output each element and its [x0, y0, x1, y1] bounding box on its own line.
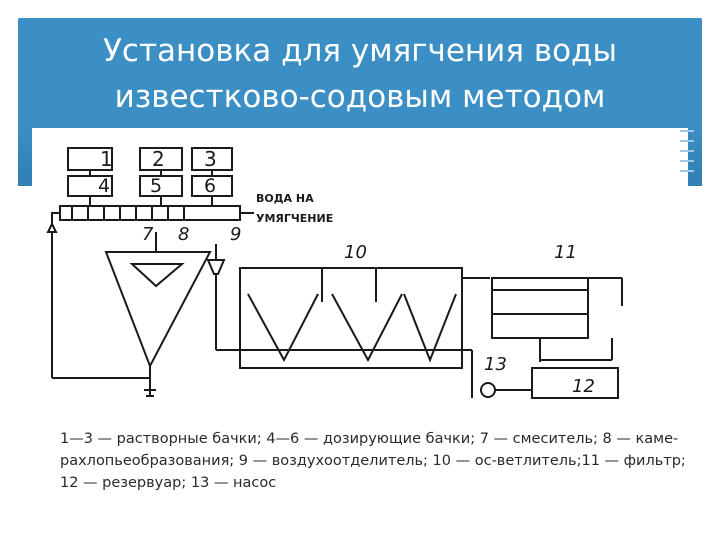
- water-softening-schematic: 1 2 3 4 5 6 ВОДА НА УМЯГЧЕНИЕ 7 8 9: [46, 147, 623, 399]
- inlet-label-1: ВОДА НА: [256, 192, 314, 205]
- pump-13: [480, 382, 496, 398]
- label-6: 6: [204, 175, 216, 197]
- reservoir-12: [531, 367, 619, 399]
- label-10: 10: [344, 242, 367, 263]
- label-2: 2: [152, 147, 165, 171]
- label-13: 13: [484, 354, 507, 375]
- title-line-2: известково-содовым методом: [114, 79, 606, 115]
- label-11: 11: [554, 242, 577, 263]
- label-12: 12: [572, 376, 595, 397]
- inlet-label-2: УМЯГЧЕНИЕ: [256, 212, 333, 225]
- air-separator-9: [206, 259, 226, 275]
- label-5: 5: [150, 175, 162, 197]
- title-line-1: Установка для умягчения воды: [103, 33, 617, 69]
- clarifier-10: [239, 267, 463, 369]
- slide-title: Установка для умягчения воды известково-…: [18, 28, 702, 120]
- filter-11: [491, 277, 589, 339]
- label-1: 1: [100, 147, 113, 171]
- figure-caption: 1—3 — растворные бачки; 4—6 — дозирующие…: [60, 431, 686, 491]
- label-9: 9: [230, 224, 241, 245]
- left-valve: [46, 212, 60, 233]
- flocculation-chamber-8: [104, 251, 212, 369]
- label-3: 3: [204, 147, 217, 171]
- label-4: 4: [98, 175, 110, 197]
- label-8: 8: [178, 224, 189, 245]
- label-7: 7: [142, 224, 154, 245]
- schematic-figure: 1 2 3 4 5 6 ВОДА НА УМЯГЧЕНИЕ 7 8 9: [32, 128, 688, 428]
